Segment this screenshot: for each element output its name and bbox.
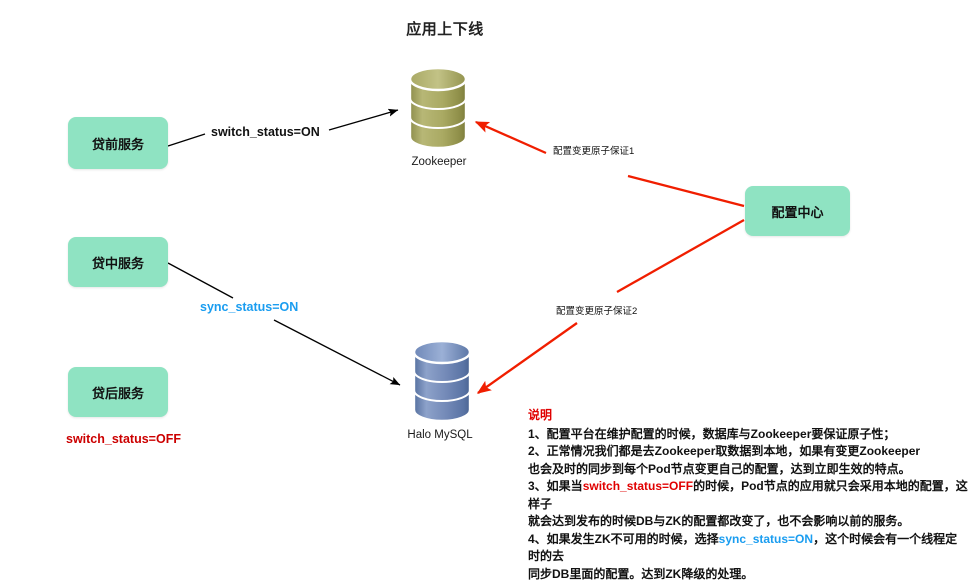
node-config-center[interactable]: 配置中心 bbox=[745, 186, 850, 236]
notes-line-3-suffix: 的时候，Pod节点的应用就只会采用本地的配置，这样子 bbox=[528, 479, 968, 511]
notes-line-4c: 同步DB里面的配置。达到ZK降级的处理。 bbox=[528, 566, 754, 581]
node-service-post[interactable]: 贷后服务 bbox=[68, 367, 168, 417]
edge-label-sync-on: sync_status=ON bbox=[200, 300, 299, 314]
page-title-text: 应用上下线 bbox=[406, 21, 484, 38]
notes-line-3: 3、如果当switch_status=OFF的时候，Pod节点的应用就只会采用本… bbox=[528, 478, 968, 513]
node-zookeeper[interactable]: Zookeeper bbox=[402, 64, 474, 168]
page-title: 应用上下线 bbox=[0, 18, 972, 39]
notes-line-1: 1、配置平台在维护配置的时候，数据库与Zookeeper要保证原子性； bbox=[528, 426, 896, 441]
notes-keyword-switch-off: switch_status=OFF bbox=[582, 479, 694, 493]
notes-line-4-suffix: ，这个时候会有一个线程定时的去 bbox=[528, 531, 958, 564]
notes-line-3c: 就会达到发布的时候DB与ZK的配置都改变了，也不会影响以前的服务。 bbox=[528, 514, 910, 528]
node-service-pre-label: 贷前服务 bbox=[91, 136, 144, 152]
notes-line-4: 4、如果发生ZK不可用的时候，选择sync_status=ON，这个时候会有一个… bbox=[528, 531, 968, 566]
notes-title: 说明 bbox=[528, 408, 553, 422]
node-service-mid[interactable]: 贷中服务 bbox=[68, 237, 168, 287]
edge-label-atomic-1: 配置变更原子保证1 bbox=[553, 146, 635, 157]
edge-label-switch-off: switch_status=OFF bbox=[66, 432, 181, 446]
node-halo-mysql[interactable]: Halo MySQL bbox=[406, 337, 478, 441]
database-cylinder-icon bbox=[408, 66, 468, 150]
notes-block: 说明 1、配置平台在维护配置的时候，数据库与Zookeeper要保证原子性； 2… bbox=[528, 407, 968, 582]
notes-line-2b: 也会及时的同步到每个Pod节点变更自己的配置，达到立即生效的特点。 bbox=[528, 461, 911, 476]
node-config-center-label: 配置中心 bbox=[771, 204, 824, 220]
node-service-pre[interactable]: 贷前服务 bbox=[68, 117, 168, 169]
notes-keyword-sync-on: sync_status=ON bbox=[718, 531, 814, 546]
node-zookeeper-label: Zookeeper bbox=[411, 156, 467, 168]
edge-mid-to-mysql bbox=[167, 262, 401, 386]
notes-line-2: 2、正常情况我们都是去Zookeeper取数据到本地，如果有变更Zookeepe… bbox=[528, 444, 921, 458]
node-service-post-label: 贷后服务 bbox=[91, 385, 144, 401]
node-halo-mysql-label: Halo MySQL bbox=[407, 429, 473, 441]
notes-line-3-prefix: 3、如果当 bbox=[528, 479, 583, 493]
edge-config-to-zookeeper bbox=[474, 120, 745, 208]
database-cylinder-icon bbox=[412, 339, 472, 423]
edge-label-switch-on: switch_status=ON bbox=[211, 125, 320, 139]
notes-line-4-prefix: 4、如果发生ZK不可用的时候，选择 bbox=[528, 531, 719, 546]
edge-label-atomic-2: 配置变更原子保证2 bbox=[556, 306, 638, 317]
node-service-mid-label: 贷中服务 bbox=[91, 255, 144, 271]
